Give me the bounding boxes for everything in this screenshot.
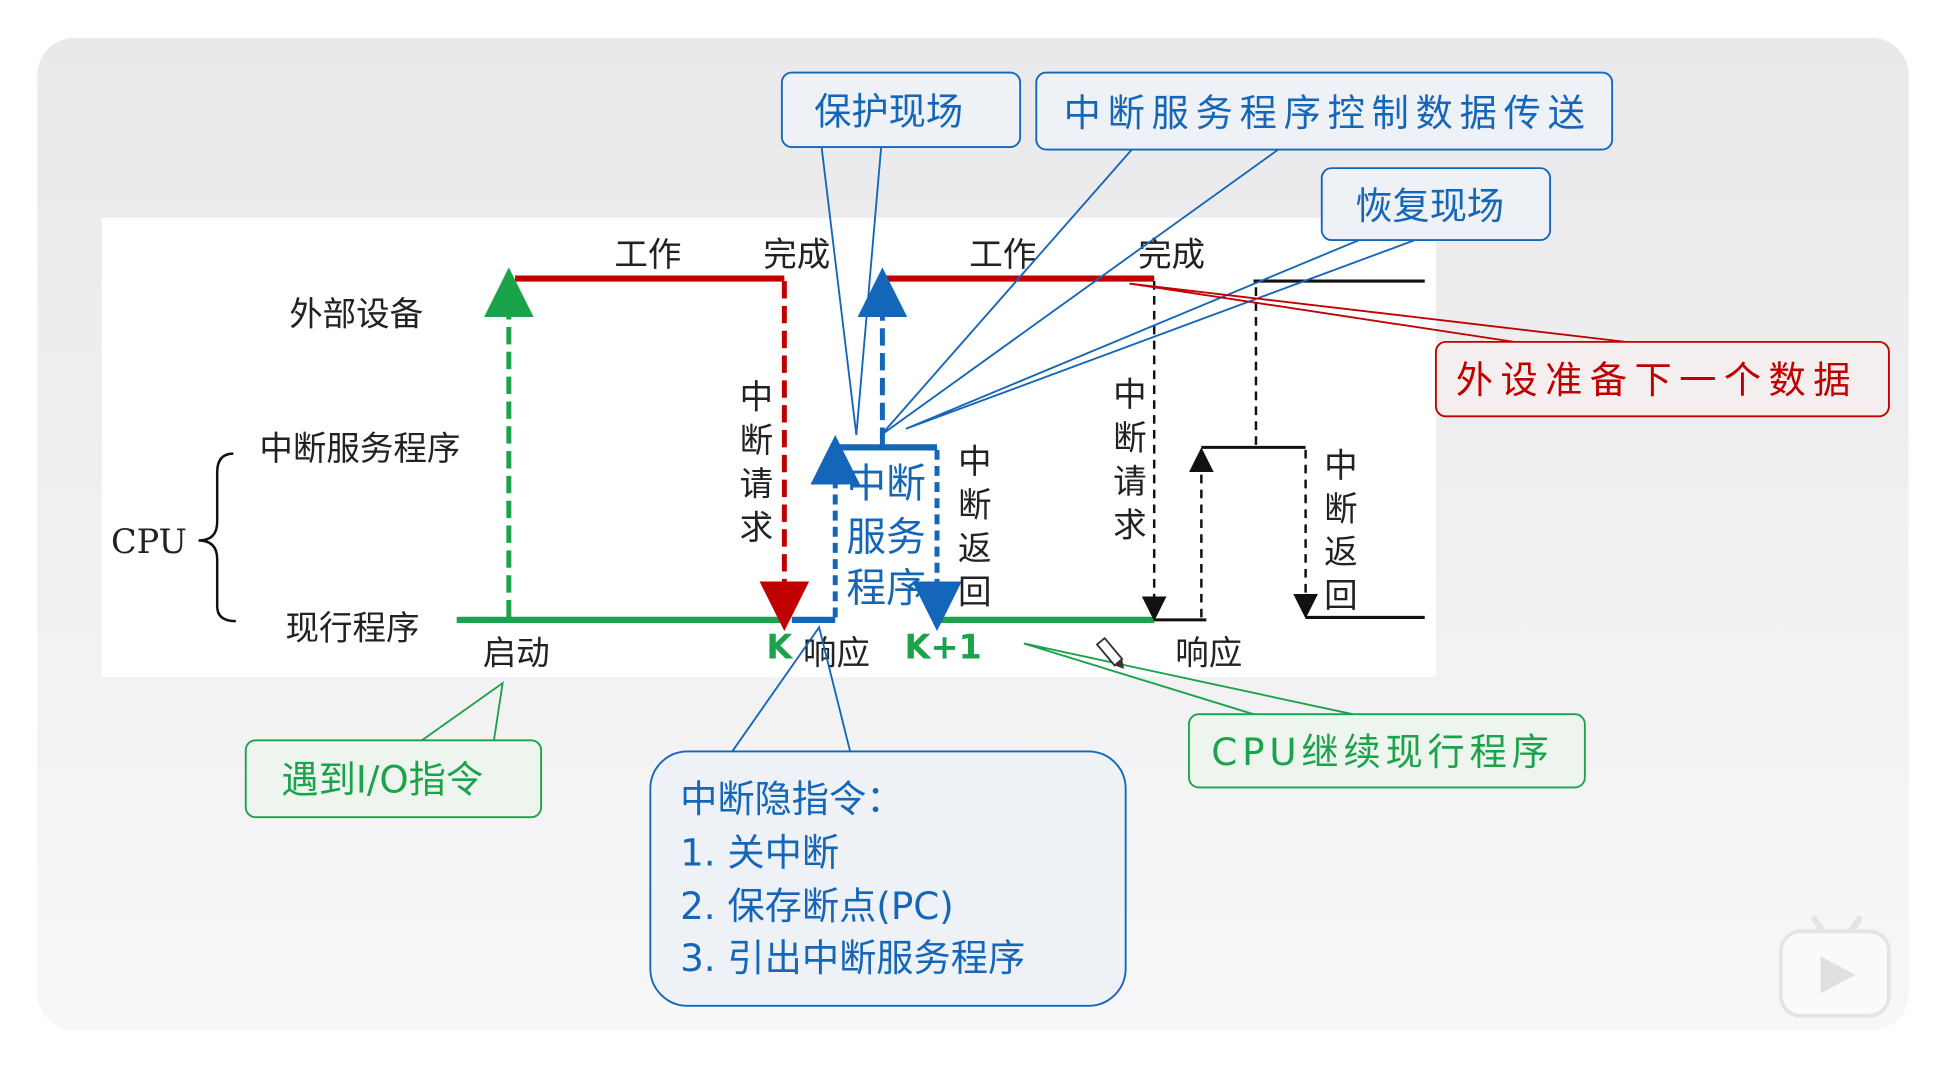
waveforms (198, 267, 1425, 632)
label-interrupt-return-2: 中断返回 (1318, 447, 1357, 621)
label-k: K (766, 627, 793, 666)
callout-restore-text: 恢复现场 (1355, 184, 1504, 228)
label-program: 现行程序 (285, 609, 419, 648)
label-start: 启动 (483, 634, 550, 673)
callout-io-text: 遇到I/O指令 (281, 757, 483, 801)
label-done-2: 完成 (1138, 235, 1205, 274)
callout-continue-text: CPU继续现行程序 (1211, 730, 1549, 774)
label-isr: 中断服务程序 (259, 429, 460, 468)
hidden-instruction-item: 1. 关中断 (680, 831, 839, 875)
isr-label-2: 服务 (846, 514, 925, 560)
callout-protect: 保护现场 (780, 71, 1022, 148)
label-work-2: 工作 (969, 235, 1036, 274)
hidden-instruction-item: 2. 保存断点(PC) (680, 884, 954, 928)
callout-next-data: 外设准备下一个数据 (1434, 340, 1890, 418)
isr-label-1: 中断 (846, 461, 925, 507)
callout-continue: CPU继续现行程序 (1188, 713, 1586, 789)
label-respond-2: 响应 (1175, 634, 1242, 673)
label-device: 外部设备 (289, 295, 423, 334)
label-cpu: CPU (111, 522, 187, 561)
callout-restore: 恢复现场 (1320, 167, 1552, 242)
callout-pointers (421, 146, 1626, 752)
cpu-brace (198, 452, 236, 623)
hidden-instruction-title: 中断隐指令： (680, 777, 903, 821)
callout-io: 遇到I/O指令 (244, 739, 543, 819)
callout-hidden-instruction: 中断隐指令： 1. 关中断 2. 保存断点(PC) 3. 引出中断服务程序 (649, 750, 1127, 1007)
hidden-instruction-item: 3. 引出中断服务程序 (680, 936, 1025, 980)
label-respond-1: 响应 (803, 634, 870, 673)
label-interrupt-return-1: 中断返回 (952, 444, 991, 618)
callout-protect-text: 保护现场 (814, 90, 963, 134)
label-k-plus-1: K+1 (905, 627, 982, 666)
label-interrupt-request-1: 中断请求 (734, 379, 773, 553)
isr-label-3: 程序 (846, 565, 925, 611)
callout-transfer: 中断服务程序控制数据传送 (1035, 71, 1614, 151)
label-interrupt-request-2: 中断请求 (1107, 377, 1146, 551)
callout-next-data-text: 外设准备下一个数据 (1456, 358, 1851, 402)
label-work-1: 工作 (614, 235, 681, 274)
label-done-1: 完成 (763, 235, 830, 274)
pen-icon (1095, 636, 1124, 669)
bilibili-play-icon[interactable] (1779, 915, 1891, 1018)
